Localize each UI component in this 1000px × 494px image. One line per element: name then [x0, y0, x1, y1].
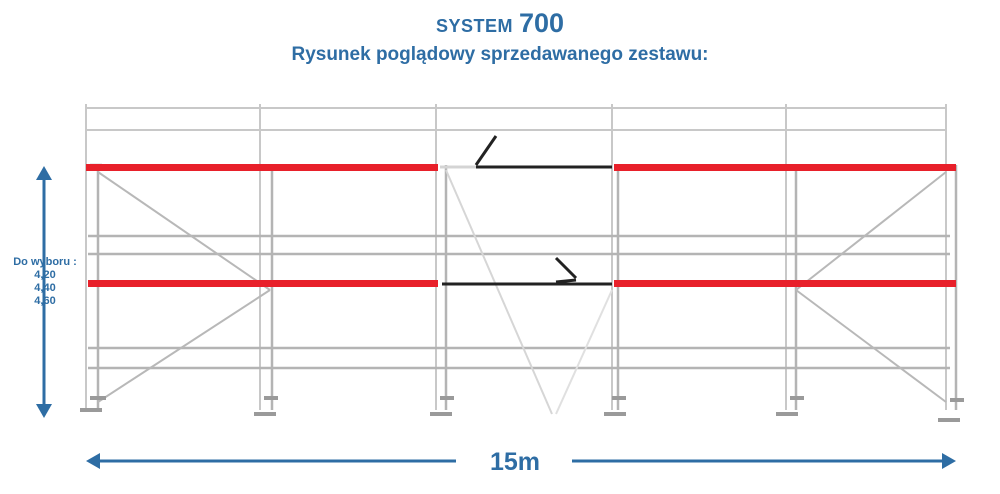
height-options-intro: Do wyboru :: [13, 256, 77, 268]
platform-upper-left: [86, 164, 438, 171]
height-option: 4,60: [34, 295, 56, 307]
height-arrow: [36, 166, 52, 418]
diagram-subtitle: Rysunek poglądowy sprzedawanego zestawu:: [291, 44, 709, 65]
scaffold-back-frame: [85, 104, 947, 410]
system-label: SYSTEM: [435, 16, 513, 36]
platform-upper-right: [614, 164, 956, 171]
ladder-bay: [442, 135, 612, 286]
scaffold-front-frame: [88, 163, 958, 410]
width-dimension-label: 15m: [489, 448, 541, 476]
platform-lower-right: [614, 280, 956, 287]
platform-lower-left: [88, 280, 438, 287]
platform-decks: [86, 164, 956, 287]
system-number: 700: [518, 8, 565, 38]
height-options-label: Do wyboru : 4,20 4,40 4,60: [8, 256, 82, 308]
height-option: 4,40: [34, 282, 56, 294]
height-option: 4,20: [34, 269, 56, 281]
base-plates: [80, 396, 964, 422]
diagonal-braces: [97, 169, 947, 415]
width-arrow: [86, 453, 956, 469]
